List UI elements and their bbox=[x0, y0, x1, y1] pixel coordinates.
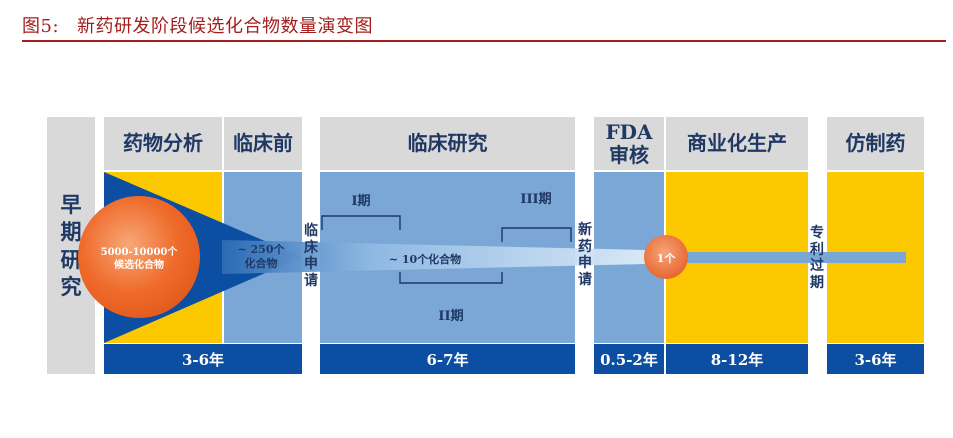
start-compounds-label: 5000-10000个 候选化合物 bbox=[99, 246, 179, 272]
preclinical-compounds-text: ~ 250个 化合物 bbox=[237, 243, 285, 271]
header-drug-analysis: 药物分析 bbox=[104, 117, 222, 170]
clinical-compounds-label: ~ 10个化合物 bbox=[388, 253, 462, 266]
early-research-char: 究 bbox=[60, 273, 82, 299]
start-compounds-text: 5000-10000个 候选化合物 bbox=[100, 247, 178, 271]
early-research-char: 早 bbox=[60, 191, 82, 217]
title-divider bbox=[22, 40, 946, 42]
phase3-label: III期 bbox=[520, 192, 552, 207]
candidate-compounds-circle bbox=[78, 196, 200, 318]
early-research-char: 研 bbox=[60, 246, 82, 272]
final-compound-beam bbox=[664, 252, 906, 263]
duration-drug-analysis: 3-6年 bbox=[104, 344, 302, 374]
header-preclinical: 临床前 bbox=[224, 117, 302, 170]
early-research-char: 期 bbox=[60, 219, 82, 245]
duration-generic: 3-6年 bbox=[827, 344, 924, 374]
figure-title-text: 新药研发阶段候选化合物数量演变图 bbox=[77, 16, 374, 37]
header-fda-review: FDA 审核 bbox=[594, 117, 664, 170]
header-production: 商业化生产 bbox=[666, 117, 808, 170]
final-compound-circle bbox=[644, 235, 688, 279]
patent-expiry-label: 专利过期 bbox=[810, 225, 824, 291]
clinical-application-label: 临床申请 bbox=[304, 223, 318, 289]
header-fda-review-text: FDA 审核 bbox=[605, 119, 653, 167]
duration-production: 8-12年 bbox=[666, 344, 808, 374]
header-clinical: 临床研究 bbox=[320, 117, 575, 170]
figure-title: 图5: 新药研发阶段候选化合物数量演变图 bbox=[22, 12, 373, 38]
phase1-label: I期 bbox=[351, 194, 371, 209]
figure-number: 图5: bbox=[22, 16, 60, 37]
duration-fda-review: 0.5-2年 bbox=[594, 344, 664, 374]
phase3-bracket bbox=[501, 227, 572, 242]
final-compound-label: 1个 bbox=[656, 252, 676, 265]
header-generic: 仿制药 bbox=[827, 117, 924, 170]
new-drug-application-label: 新药申请 bbox=[578, 222, 592, 288]
phase2-bracket bbox=[399, 272, 503, 284]
phase1-bracket bbox=[321, 215, 401, 230]
compound-beam bbox=[222, 240, 645, 274]
phase2-label: II期 bbox=[438, 309, 464, 324]
preclinical-compounds-label: ~ 250个 化合物 bbox=[228, 243, 294, 272]
duration-clinical: 6-7年 bbox=[320, 344, 575, 374]
